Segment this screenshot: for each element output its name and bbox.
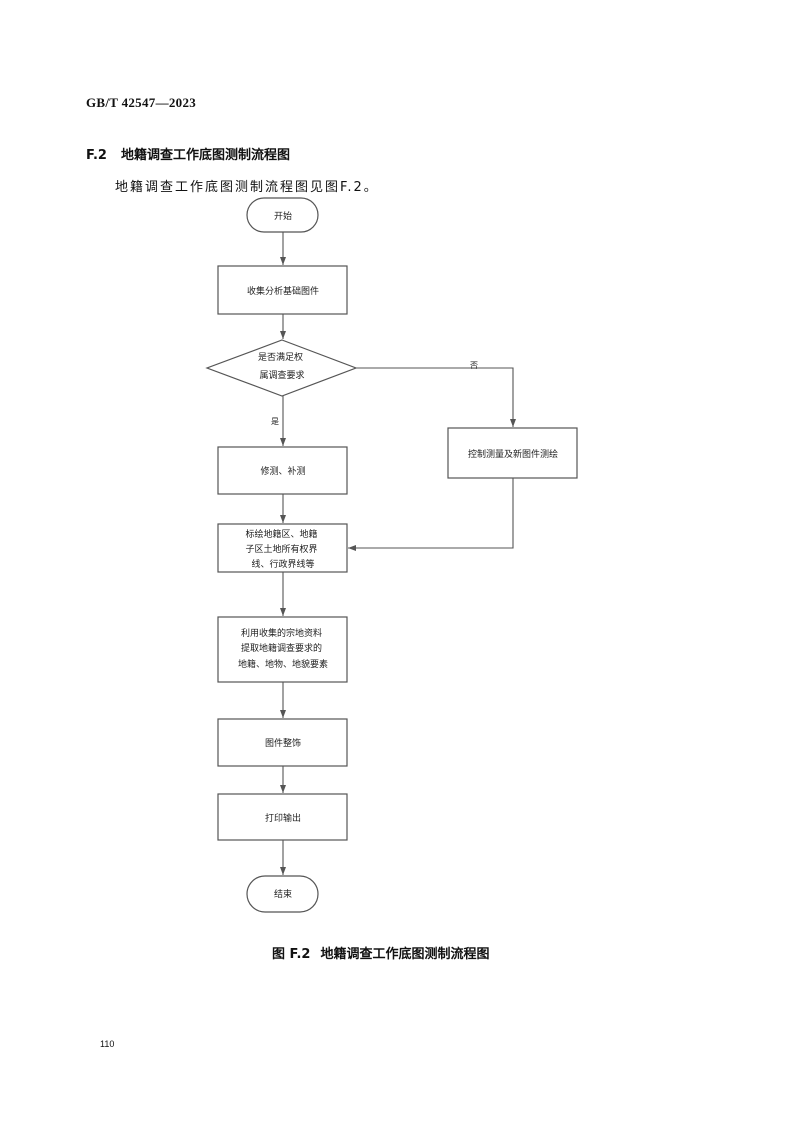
figure-caption: 图 F.2 地籍调查工作底图测制流程图 bbox=[272, 943, 490, 962]
decision-line: 是否满足权 bbox=[258, 351, 303, 363]
decision-node bbox=[205, 339, 358, 397]
mark-node-label: 标绘地籍区、地籍 子区土地所有权界 线、行政界线等 bbox=[246, 528, 321, 570]
extract-line: 地籍、地物、地貌要素 bbox=[238, 658, 328, 670]
decision-line: 属调查要求 bbox=[259, 369, 304, 381]
revise-node-label: 修测、补测 bbox=[260, 465, 305, 477]
revise-node bbox=[217, 446, 348, 495]
mark-line: 线、行政界线等 bbox=[251, 558, 314, 570]
collect-node-label: 收集分析基础图件 bbox=[247, 285, 319, 297]
extract-line: 提取地籍调查要求的 bbox=[241, 642, 322, 654]
mark-line: 标绘地籍区、地籍 bbox=[246, 528, 318, 540]
section-title: 地籍调查工作底图测制流程图 bbox=[120, 148, 290, 163]
collect-node bbox=[217, 265, 348, 315]
mark-line: 子区土地所有权界 bbox=[246, 543, 318, 555]
finish-node-label: 图件整饰 bbox=[265, 737, 301, 749]
end-terminal bbox=[246, 875, 319, 913]
end-terminal-label: 结束 bbox=[274, 888, 292, 900]
extract-line: 利用收集的宗地资料 bbox=[241, 627, 322, 639]
mark-node bbox=[217, 523, 348, 573]
figure-caption-label: 图 F.2 bbox=[272, 947, 311, 962]
page-number: 110 bbox=[100, 1039, 115, 1049]
decision-node-label: 是否满足权 属调查要求 bbox=[258, 351, 306, 381]
print-node bbox=[217, 793, 348, 841]
flow-arrow-no-branch bbox=[356, 367, 516, 427]
finish-node bbox=[217, 718, 348, 767]
start-terminal bbox=[246, 197, 319, 233]
survey-node bbox=[447, 427, 578, 479]
section-heading: F.2 地籍调查工作底图测制流程图 bbox=[86, 144, 290, 163]
extract-node-label: 利用收集的宗地资料 提取地籍调查要求的 地籍、地物、地貌要素 bbox=[238, 627, 328, 670]
figure-caption-title: 地籍调查工作底图测制流程图 bbox=[320, 947, 490, 962]
flowchart-diagram: 开始 收集分析基础图件 是否满足权 属调查要求 控制测量及新图件测绘 修测、补测… bbox=[205, 197, 578, 913]
extract-node bbox=[217, 616, 348, 683]
edge-label-yes: 是 bbox=[271, 417, 279, 426]
edge-label-no: 否 bbox=[470, 361, 478, 370]
flow-arrow-merge bbox=[348, 478, 514, 551]
print-node-label: 打印输出 bbox=[265, 812, 301, 824]
survey-node-label: 控制测量及新图件测绘 bbox=[468, 448, 558, 460]
standard-number: GB/T 42547—2023 bbox=[86, 95, 197, 110]
body-paragraph: 地籍调查工作底图测制流程图见图F.2。 bbox=[115, 180, 379, 195]
section-number: F.2 bbox=[86, 148, 107, 163]
start-terminal-label: 开始 bbox=[274, 210, 292, 222]
